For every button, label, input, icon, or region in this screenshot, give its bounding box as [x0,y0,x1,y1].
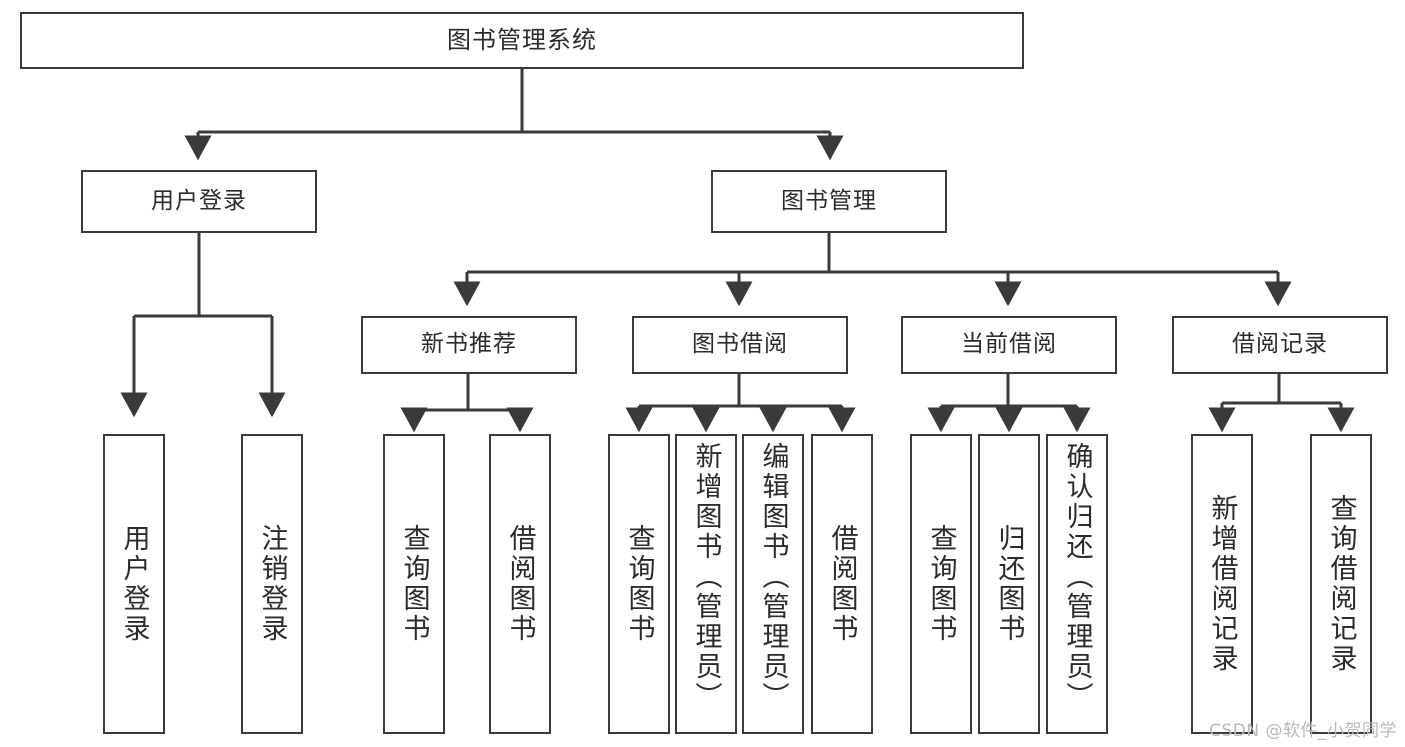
leaf-query-book-2[interactable]: 查询图书 [608,434,670,734]
leaf-add-book-label: 新增图书（管理员） [690,442,722,712]
leaf-query-book-3-label: 查询图书 [925,524,957,644]
leaf-borrow-book-2-label: 借阅图书 [826,524,858,644]
node-new-book-recommend-label: 新书推荐 [421,331,517,358]
leaf-logout[interactable]: 注销登录 [241,434,303,734]
node-borrow-record-label: 借阅记录 [1232,331,1328,358]
node-current-borrow-label: 当前借阅 [961,331,1057,358]
csdn-watermark: CSDN @软件_小贺同学 [1209,721,1397,741]
node-book-borrow[interactable]: 图书借阅 [632,316,848,374]
node-book-manage[interactable]: 图书管理 [711,170,947,233]
leaf-confirm-return[interactable]: 确认归还（管理员） [1046,434,1108,734]
leaf-add-record[interactable]: 新增借阅记录 [1191,434,1253,734]
node-borrow-record[interactable]: 借阅记录 [1172,316,1388,374]
leaf-query-book-2-label: 查询图书 [623,524,655,644]
leaf-user-login[interactable]: 用户登录 [103,434,165,734]
node-user-login[interactable]: 用户登录 [81,170,317,233]
leaf-query-book-1-label: 查询图书 [398,524,430,644]
leaf-add-book[interactable]: 新增图书（管理员） [675,434,737,734]
node-user-login-label: 用户登录 [151,187,247,214]
leaf-confirm-return-label: 确认归还（管理员） [1061,442,1093,712]
leaf-logout-label: 注销登录 [256,524,288,644]
node-root[interactable]: 图书管理系统 [20,12,1024,69]
node-book-borrow-label: 图书借阅 [692,331,788,358]
leaf-borrow-book-1-label: 借阅图书 [504,524,536,644]
leaf-return-book[interactable]: 归还图书 [978,434,1040,734]
leaf-edit-book-label: 编辑图书（管理员） [757,442,789,712]
leaf-query-record[interactable]: 查询借阅记录 [1310,434,1372,734]
node-root-label: 图书管理系统 [447,26,597,55]
leaf-add-record-label: 新增借阅记录 [1206,494,1238,674]
node-new-book-recommend[interactable]: 新书推荐 [361,316,577,374]
leaf-query-book-3[interactable]: 查询图书 [910,434,972,734]
node-book-manage-label: 图书管理 [781,187,877,214]
leaf-borrow-book-1[interactable]: 借阅图书 [489,434,551,734]
leaf-return-book-label: 归还图书 [993,524,1025,644]
node-current-borrow[interactable]: 当前借阅 [901,316,1117,374]
leaf-query-book-1[interactable]: 查询图书 [383,434,445,734]
leaf-user-login-label: 用户登录 [118,524,150,644]
leaf-borrow-book-2[interactable]: 借阅图书 [811,434,873,734]
leaf-edit-book[interactable]: 编辑图书（管理员） [742,434,804,734]
leaf-query-record-label: 查询借阅记录 [1325,494,1357,674]
